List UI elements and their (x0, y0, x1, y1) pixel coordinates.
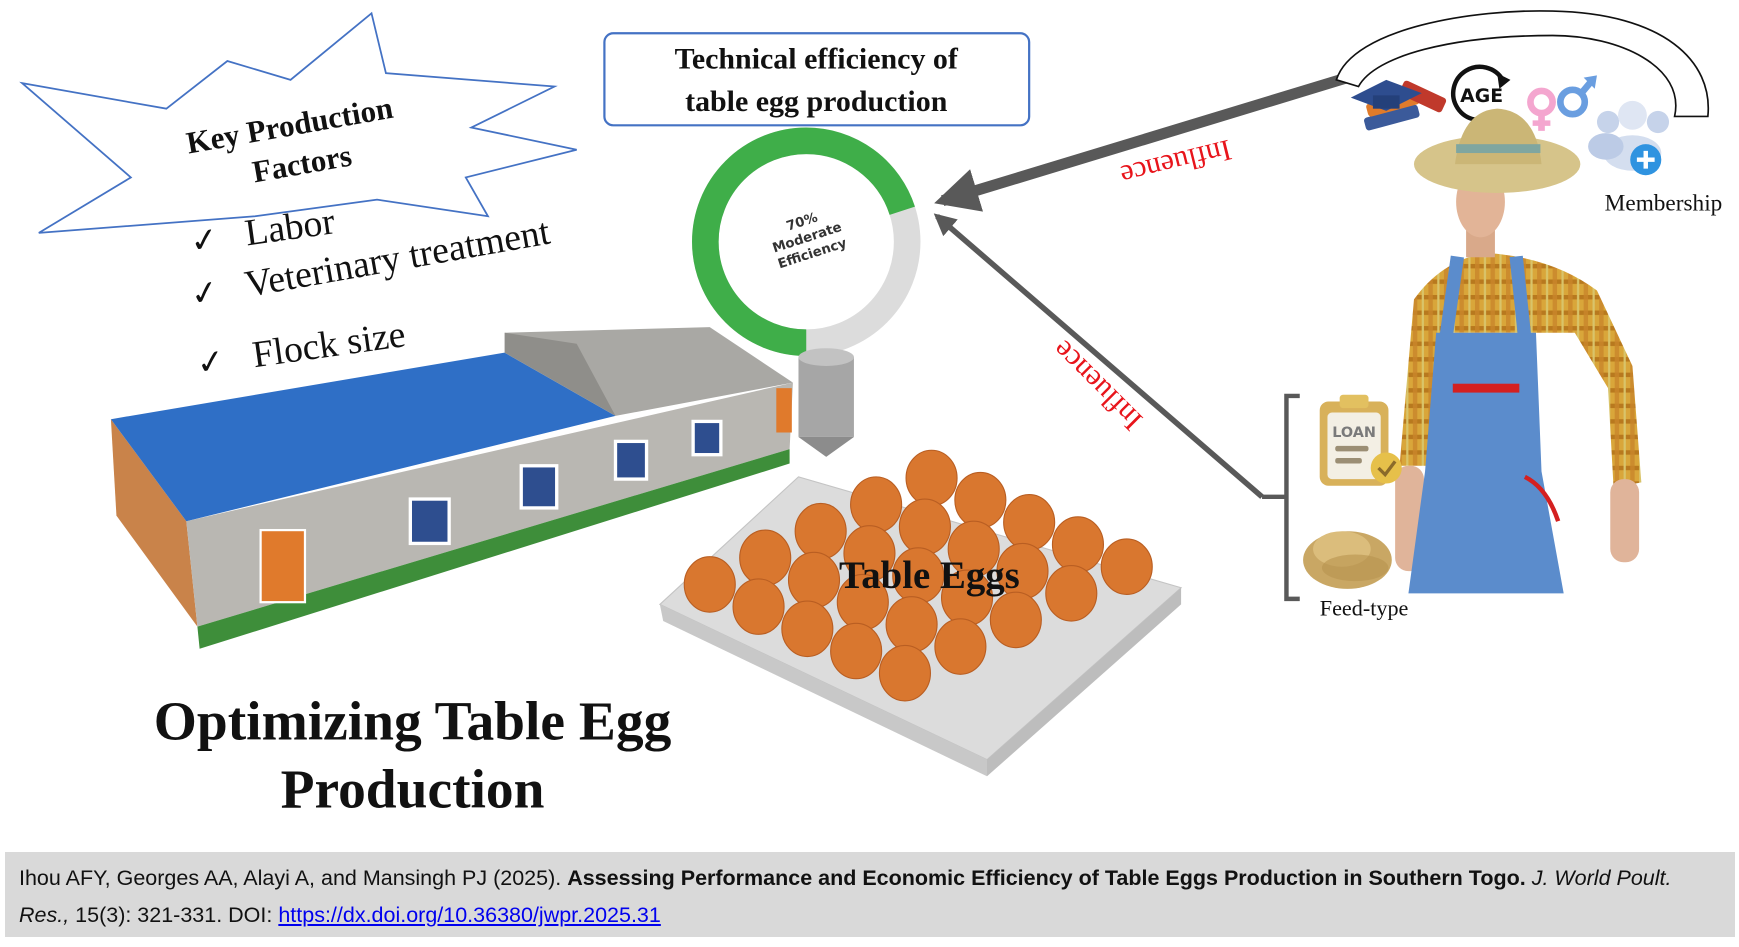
membership-label: Membership (1605, 191, 1723, 217)
doi-link[interactable]: https://dx.doi.org/10.36380/jwpr.2025.31 (278, 903, 661, 927)
table-eggs-label: Table Eggs (839, 554, 1020, 597)
factor-flock-size: Flock size (250, 313, 408, 376)
citation-bar: Ihou AFY, Georges AA, Alayi A, and Mansi… (5, 852, 1735, 937)
efficiency-title-box (603, 32, 1031, 127)
membership-icon (1588, 100, 1670, 176)
efficiency-title-1: Technical efficiency of (675, 43, 959, 76)
egg (787, 551, 841, 609)
bracket (1262, 393, 1300, 602)
feed-type-label: Feed-type (1320, 595, 1409, 620)
egg (989, 591, 1042, 649)
egg (830, 622, 883, 680)
egg (1003, 494, 1056, 551)
egg (850, 476, 903, 533)
loan-label: LOAN (1332, 425, 1376, 441)
egg (1051, 516, 1105, 573)
egg (934, 618, 987, 675)
main-title-1: Optimizing Table Egg (154, 691, 672, 752)
egg (739, 529, 792, 587)
egg (683, 556, 736, 613)
egg (794, 502, 847, 560)
egg (878, 644, 932, 702)
egg (898, 498, 951, 556)
check-icon: ✓ (194, 343, 227, 384)
egg (905, 449, 958, 507)
influence-arrow-top (934, 72, 1350, 212)
check-icon: ✓ (188, 273, 222, 314)
efficiency-title-2: table egg production (685, 85, 948, 118)
starburst-shape (19, 11, 577, 234)
main-title-2: Production (281, 758, 545, 819)
farmer-illustration (1395, 108, 1642, 594)
feed-grain-icon (1303, 531, 1392, 589)
egg-tray-illustration (658, 449, 1183, 777)
egg (1045, 565, 1098, 622)
education-books-icon (1350, 79, 1447, 131)
citation-title: Assessing Performance and Economic Effic… (567, 866, 1526, 890)
egg (732, 578, 785, 635)
donut-progress-arc (692, 127, 921, 356)
egg (885, 596, 938, 653)
egg (954, 471, 1007, 529)
egg (781, 600, 834, 658)
poultry-house-illustration (110, 327, 854, 649)
egg (1100, 538, 1153, 595)
gender-icon (1527, 75, 1597, 131)
age-label: AGE (1460, 86, 1503, 107)
citation-authors: Ihou AFY, Georges AA, Alayi A, and Mansi… (19, 866, 562, 890)
influence-arrow-bottom (933, 213, 1264, 499)
curved-connector (1335, 10, 1710, 118)
citation-volume: 15(3): 321-331. DOI: (75, 903, 273, 927)
citation-journal: J. World Poult. Res., (19, 866, 1672, 927)
check-icon: ✓ (188, 221, 221, 262)
loan-icon: LOAN (1319, 394, 1402, 486)
